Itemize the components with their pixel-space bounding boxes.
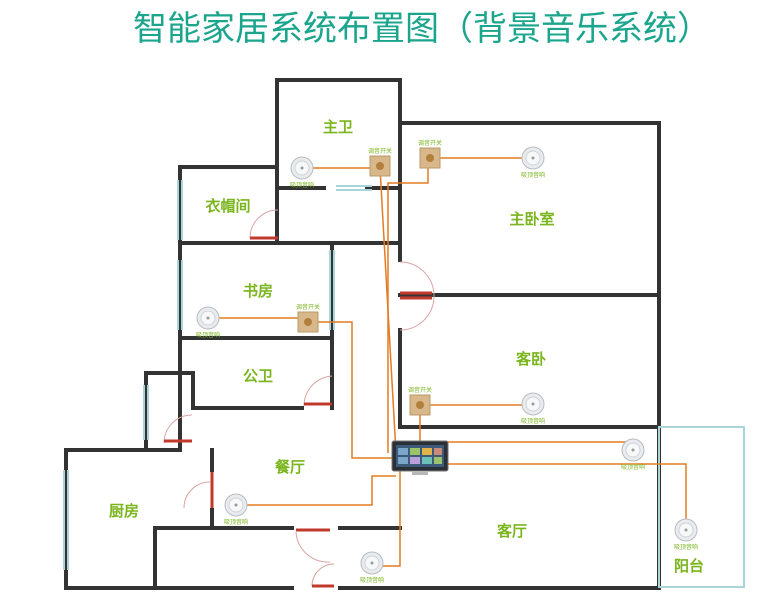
ceiling-speaker-icon bbox=[360, 551, 384, 575]
door-guest-bedroom bbox=[399, 295, 435, 331]
speaker-label: 吸顶音响 bbox=[224, 518, 248, 526]
ceiling-speaker-master-bedroom: 吸顶音响 bbox=[521, 146, 545, 179]
switch-label: 调音开关 bbox=[368, 147, 392, 155]
door-living-bottom bbox=[311, 563, 335, 588]
room-guest-bedroom: 客卧 bbox=[515, 350, 546, 368]
speaker-label: 吸顶音响 bbox=[621, 463, 645, 471]
volume-switch-master-bedroom[interactable]: 调音开关 bbox=[418, 139, 442, 169]
switch-label: 调音开关 bbox=[418, 139, 442, 147]
ceiling-speaker-living-bottom: 吸顶音响 bbox=[360, 551, 384, 584]
door-cloakroom bbox=[249, 209, 279, 240]
room-dining: 餐厅 bbox=[275, 458, 305, 476]
ceiling-speaker-icon bbox=[224, 493, 248, 517]
ceiling-speaker-master-bath: 吸顶音响 bbox=[290, 156, 314, 189]
room-cloakroom: 衣帽间 bbox=[205, 197, 250, 215]
ceiling-speaker-icon bbox=[621, 438, 645, 462]
volume-switch-icon[interactable] bbox=[297, 311, 319, 333]
ceiling-speaker-icon bbox=[521, 392, 545, 416]
room-kitchen: 厨房 bbox=[109, 502, 139, 520]
volume-switch-icon[interactable] bbox=[409, 394, 431, 416]
ceiling-speaker-guest-bedroom: 吸顶音响 bbox=[521, 392, 545, 425]
ceiling-speaker-icon bbox=[196, 306, 220, 330]
devices: 吸顶音响吸顶音响吸顶音响吸顶音响吸顶音响吸顶音响吸顶音响吸顶音响调音开关调音开关… bbox=[196, 139, 698, 584]
volume-switch-guest-bedroom[interactable]: 调音开关 bbox=[408, 386, 432, 416]
ceiling-speaker-balcony: 吸顶音响 bbox=[674, 518, 698, 551]
door-kitchen bbox=[183, 472, 214, 509]
volume-switch-icon[interactable] bbox=[369, 155, 391, 177]
speaker-label: 吸顶音响 bbox=[521, 171, 545, 179]
ceiling-speaker-living-right: 吸顶音响 bbox=[621, 438, 645, 471]
door-master-bedroom bbox=[399, 261, 435, 297]
speaker-label: 吸顶音响 bbox=[196, 331, 220, 339]
control-panel-icon[interactable] bbox=[391, 440, 449, 475]
door-guest-bath bbox=[303, 375, 333, 407]
speaker-label: 吸顶音响 bbox=[521, 417, 545, 425]
door-living-top bbox=[295, 528, 331, 563]
room-living: 客厅 bbox=[496, 522, 527, 540]
ceiling-speaker-icon bbox=[290, 156, 314, 180]
speaker-label: 吸顶音响 bbox=[290, 181, 314, 189]
ceiling-speaker-icon bbox=[521, 146, 545, 170]
speaker-label: 吸顶音响 bbox=[360, 576, 384, 584]
room-study: 书房 bbox=[243, 282, 273, 300]
speaker-label: 吸顶音响 bbox=[674, 543, 698, 551]
page-title: 智能家居系统布置图（背景音乐系统） bbox=[133, 10, 711, 48]
room-master-bath: 主卫 bbox=[323, 118, 353, 136]
ceiling-speaker-study: 吸顶音响 bbox=[196, 306, 220, 339]
room-master-bedroom: 主卧室 bbox=[509, 210, 554, 228]
windows bbox=[63, 180, 372, 570]
door-corridor bbox=[163, 414, 193, 444]
volume-switch-study[interactable]: 调音开关 bbox=[296, 303, 320, 333]
room-balcony: 阳台 bbox=[674, 557, 704, 575]
switch-label: 调音开关 bbox=[408, 386, 432, 394]
room-labels: 主卫 衣帽间 主卧室 书房 公卫 客卧 餐厅 厨房 客厅 阳台 bbox=[109, 118, 704, 575]
walls bbox=[64, 78, 661, 590]
doors bbox=[163, 209, 435, 588]
ceiling-speaker-icon bbox=[674, 518, 698, 542]
volume-switch-master-bath[interactable]: 调音开关 bbox=[368, 147, 392, 177]
ceiling-speaker-dining: 吸顶音响 bbox=[224, 493, 248, 526]
wiring bbox=[208, 157, 687, 567]
room-guest-bath: 公卫 bbox=[243, 368, 273, 385]
volume-switch-icon[interactable] bbox=[419, 147, 441, 169]
switch-label: 调音开关 bbox=[296, 303, 320, 311]
balcony-outline bbox=[658, 426, 745, 588]
